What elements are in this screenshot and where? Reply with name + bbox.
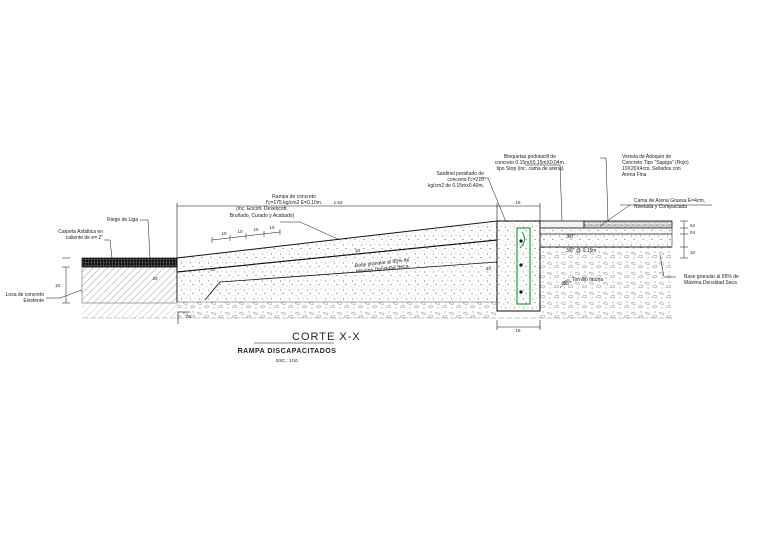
label-base-vereda-2: Máxima Densidad Seca [684, 280, 737, 286]
label-rampa-4: Bruñado, Curado y Acabado) [230, 213, 295, 219]
dim-10-right: 10 [690, 250, 696, 255]
label-varilla-2: 3/8" [562, 281, 571, 287]
dim-10d: 10 [269, 225, 275, 230]
label-sardinel-2: concreto f'c=210 [447, 177, 484, 183]
drawing-title: CORTE X-X [292, 331, 361, 343]
label-losa-1: Losa de concreto [6, 292, 45, 298]
label-vereda-1: Vereda de Adoquin de [622, 154, 671, 160]
drawing-scale: ESC.: 1/10 [276, 358, 298, 363]
label-sardinel-1: Sardinel peraltado de [436, 171, 484, 177]
label-base-vereda-1: Base granular al 95% de [684, 274, 739, 280]
dim-10-left: 10 [55, 283, 61, 288]
right-dims [680, 220, 688, 259]
dim-05: 05 [186, 314, 192, 319]
label-vereda-3: 10X20X4cm, Sellados con [622, 166, 681, 172]
label-estribo: 3/8" @ 0.15m [566, 248, 596, 254]
dim-30: 30 [210, 267, 216, 272]
dim-153: 1.53 [334, 200, 343, 205]
label-bloqueta-3: tipo Stop (inc. cama de arena) [497, 166, 564, 172]
label-riego: Riego de Liga [107, 217, 138, 223]
label-rampa-1: Rampa de concreto [272, 194, 316, 200]
label-bloqueta-2: concreto 0.15mX0.15mX0.04m. [495, 160, 565, 166]
existing-slab [81, 257, 178, 304]
ramp-ticks [211, 229, 281, 243]
label-rampa-2: f'c=175 kg/cm2 E=0.10m. [266, 200, 323, 206]
label-rampa-3: (inc. Encofr. Desencofr. [236, 206, 288, 212]
dim-10c: 10 [253, 227, 259, 232]
label-base-rampa-2: Máxima Densidad Seca [356, 263, 409, 275]
curb [496, 220, 541, 312]
dim-15-bottom: 15 [515, 328, 521, 333]
left-dims [62, 257, 70, 304]
dim-04b: 04 [690, 230, 696, 235]
ramp-concrete [176, 220, 498, 303]
label-losa-2: Existente [23, 298, 44, 304]
label-vereda-2: Concreto Tipo "Sapiga" (Rojo) [622, 160, 689, 166]
top-dimension [176, 203, 541, 330]
label-cama-1: Cama de Arena Gruesa E=4cm, [634, 198, 705, 204]
label-cama-2: Nivelada y Compactada [634, 204, 687, 210]
label-vereda-4: Arena Fina [622, 172, 647, 178]
label-carpeta-2: caliente de e= 2" [66, 235, 103, 241]
label-sardinel-3: kg/cm2 de 0.15mx0.40m. [428, 183, 484, 189]
dim-10-ramp: 10 [355, 248, 361, 253]
dim-10a: 10 [221, 231, 227, 236]
label-carpeta-1: Carpeta Asfaltica en [58, 229, 103, 235]
label-tornillo: Tornillo fatuna [572, 277, 603, 283]
sidewalk-layers [539, 220, 673, 248]
dim-15-top: 15 [515, 200, 521, 205]
label-bloqueta-1: Bloquetas podotactil de [504, 154, 556, 160]
dim-20: 20 [152, 276, 158, 281]
leader-lines [46, 157, 712, 299]
dim-40: 40 [486, 266, 492, 271]
dim-04a: 04 [690, 223, 696, 228]
label-varilla: 3/8" [566, 234, 575, 240]
drawing-subtitle: RAMPA DISCAPACITADOS [238, 348, 337, 355]
dim-10b: 10 [237, 229, 243, 234]
label-base-rampa-1: Base granular al 95% de [355, 257, 410, 269]
